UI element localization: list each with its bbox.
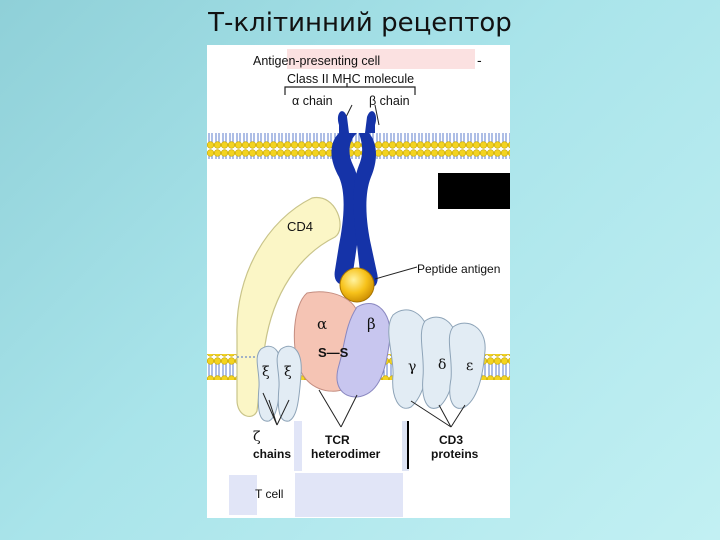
label-mask [295, 473, 403, 517]
zeta-caption: chains [253, 447, 291, 461]
beta-chain-label: β chain [369, 94, 410, 108]
label-mask [294, 421, 302, 471]
delta-label: δ [438, 357, 446, 373]
cd3-caption-sub: proteins [431, 447, 478, 461]
epsilon-label: ε [466, 358, 473, 374]
tcell-label: T cell [255, 487, 283, 501]
redaction-box [438, 173, 510, 209]
zeta-label: ζ [253, 429, 261, 445]
divider-line [407, 421, 409, 469]
tcr-caption: TCR [325, 433, 350, 447]
peptide-antigen [340, 268, 374, 302]
alpha-chain-label: α chain [292, 94, 333, 108]
slide-title: Т-клітинний рецептор [0, 8, 720, 38]
apc-membrane [207, 133, 510, 159]
tcr-alpha-label: α [317, 315, 327, 333]
mhc-label: Class II MHC molecule [287, 72, 414, 86]
tcr-diagram: Antigen-presenting cell - Class II MHC m… [207, 45, 510, 518]
xi-label: ξ [262, 364, 270, 380]
apc-dash: - [477, 52, 482, 68]
gamma-label: γ [408, 359, 416, 375]
cd3-caption: CD3 [439, 433, 463, 447]
apc-label: Antigen-presenting cell [253, 54, 380, 68]
tcr-beta-label: β [367, 315, 376, 333]
cd4-label: CD4 [287, 219, 313, 234]
peptide-pointer [375, 267, 417, 279]
disulfide-label: S—S [318, 345, 348, 360]
label-mask [229, 475, 257, 515]
tcr-caption-sub: heterodimer [311, 447, 380, 461]
peptide-label: Peptide antigen [417, 262, 500, 276]
xi-label: ξ [284, 364, 292, 380]
zeta-chain-2 [277, 346, 301, 421]
